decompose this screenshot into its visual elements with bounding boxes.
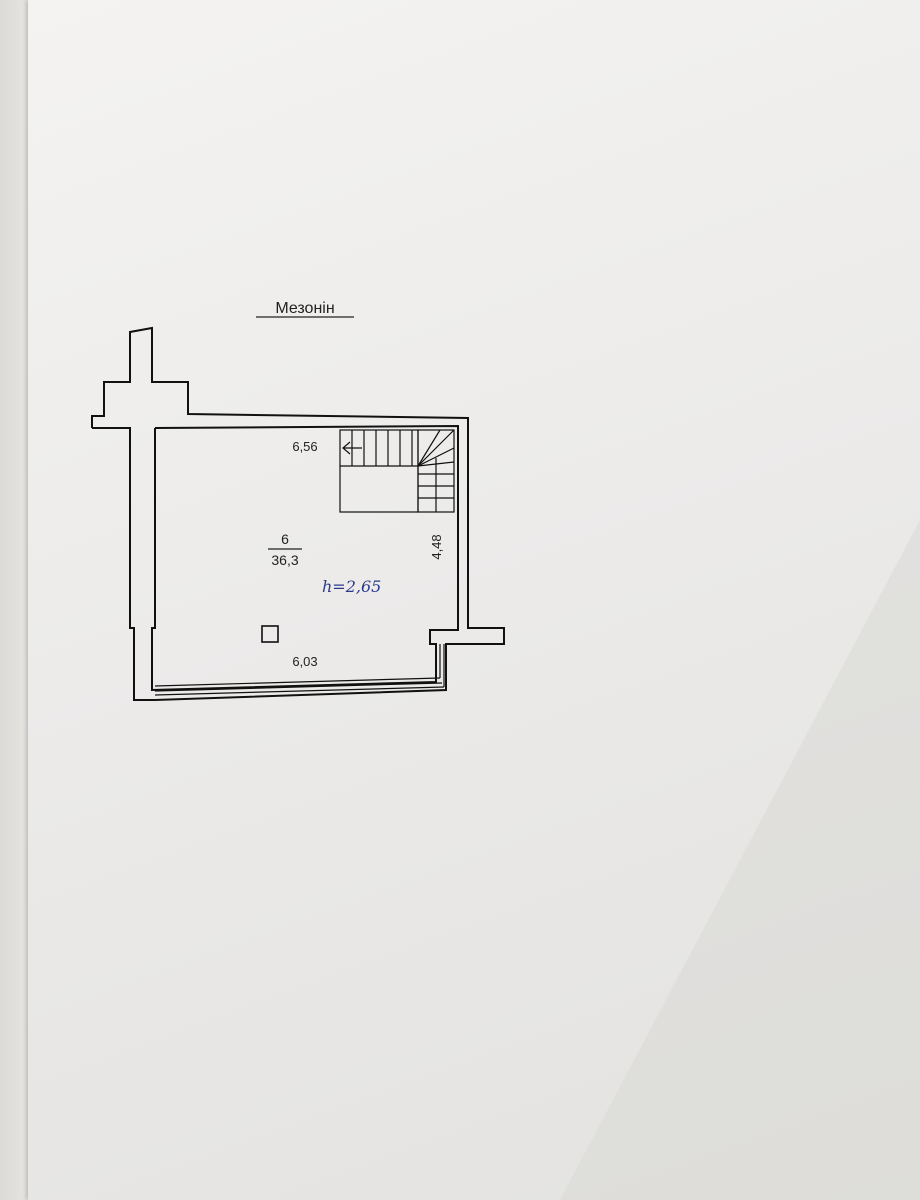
height-note: h=2,65 [322, 577, 381, 596]
dimension-right: 4,48 [429, 534, 444, 559]
dimension-bottom: 6,03 [292, 654, 317, 669]
room-number: 6 [281, 531, 289, 547]
dimension-top: 6,56 [292, 439, 317, 454]
staircase [339, 429, 455, 513]
plan-title: Мезонін [275, 300, 334, 317]
column-square [261, 625, 279, 643]
room-area: 36,3 [271, 552, 298, 568]
bottom-wall-lines [154, 644, 445, 696]
wall-outline [91, 326, 505, 701]
